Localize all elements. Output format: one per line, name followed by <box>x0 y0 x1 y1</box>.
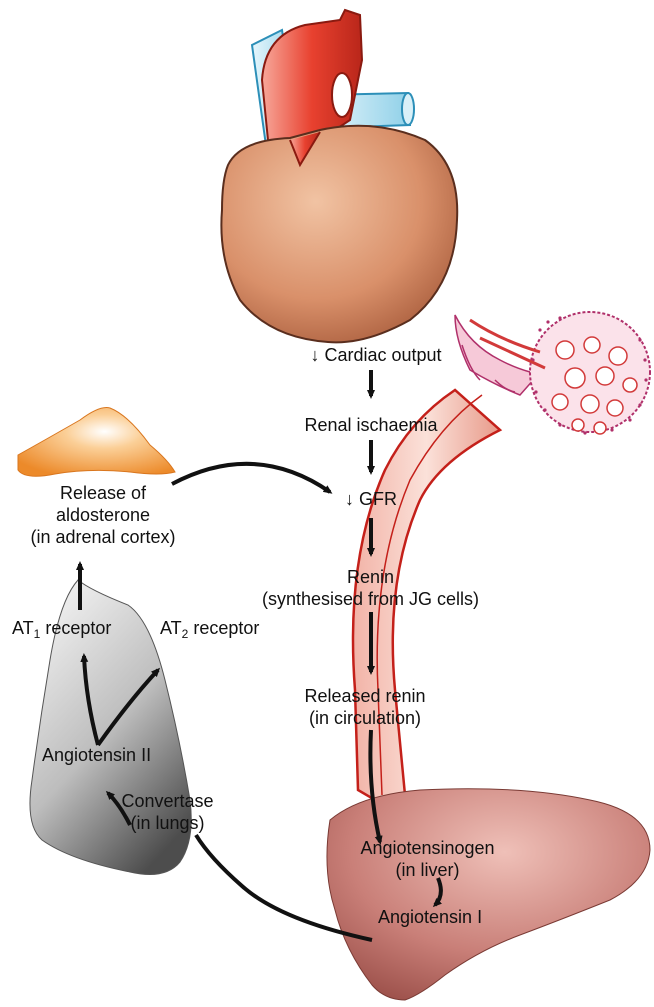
at2-prefix: AT <box>160 618 182 638</box>
angiotensinogen-location: (in liver) <box>340 859 515 881</box>
label-angiotensin-ii: Angiotensin II <box>42 744 151 766</box>
released-renin-title: Released renin <box>275 685 455 707</box>
label-released-renin: Released renin (in circulation) <box>275 685 455 729</box>
aldosterone-line-2: aldosterone <box>8 504 198 526</box>
aldosterone-line-1: Release of <box>8 482 198 504</box>
renin-title: Renin <box>238 566 503 588</box>
label-gfr: ↓ GFR <box>325 488 417 510</box>
label-cardiac-output: ↓ Cardiac output <box>271 344 481 366</box>
convertase-location: (in lungs) <box>100 812 235 834</box>
label-at2-receptor: AT2 receptor <box>160 617 259 639</box>
renin-source: (synthesised from JG cells) <box>238 588 503 610</box>
released-renin-location: (in circulation) <box>275 707 455 729</box>
label-convertase: Convertase (in lungs) <box>100 790 235 834</box>
heart-illustration <box>221 10 457 342</box>
label-renin: Renin (synthesised from JG cells) <box>238 566 503 610</box>
label-at1-receptor: AT1 receptor <box>12 617 111 639</box>
label-angiotensinogen: Angiotensinogen (in liver) <box>340 837 515 881</box>
label-angiotensin-i: Angiotensin I <box>378 906 482 928</box>
at1-suffix: receptor <box>40 618 111 638</box>
angiotensinogen-title: Angiotensinogen <box>340 837 515 859</box>
at2-suffix: receptor <box>188 618 259 638</box>
convertase-title: Convertase <box>100 790 235 812</box>
at1-prefix: AT <box>12 618 34 638</box>
adrenal-gland-illustration <box>18 408 175 477</box>
label-aldosterone: Release of aldosterone (in adrenal corte… <box>8 482 198 548</box>
aldosterone-line-3: (in adrenal cortex) <box>8 526 198 548</box>
label-renal-ischaemia: Renal ischaemia <box>271 414 471 436</box>
heart <box>221 126 457 343</box>
